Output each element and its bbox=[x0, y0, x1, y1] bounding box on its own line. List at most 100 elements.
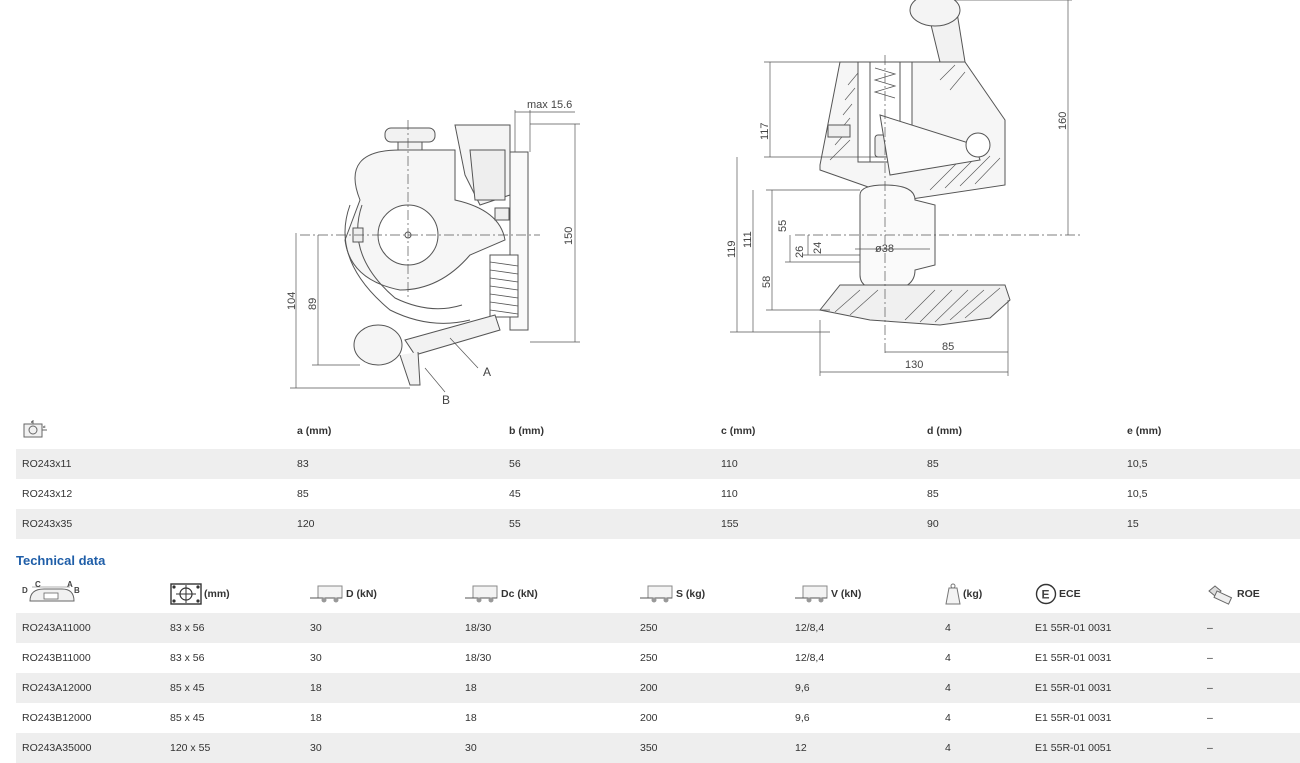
col-v-label: V (kN) bbox=[831, 588, 862, 600]
value-cell: 155 bbox=[715, 509, 921, 539]
col-weight: (kg) bbox=[939, 575, 1029, 613]
table-row: RO243A35000 120 x 55 30 30 350 12 4 E1 5… bbox=[16, 733, 1300, 763]
value-cell: E1 55R-01 0031 bbox=[1029, 613, 1201, 643]
value-cell: 85 x 45 bbox=[164, 673, 304, 703]
dim-58-label: 58 bbox=[761, 276, 773, 288]
value-cell: 30 bbox=[310, 652, 322, 664]
table-row: RO243x11 83 56 110 85 10,5 bbox=[16, 449, 1300, 479]
value-cell: 18 bbox=[304, 673, 459, 703]
model-cell: RO243x35 bbox=[16, 509, 291, 539]
col-roe-label: ROE bbox=[1237, 588, 1260, 600]
value-cell: – bbox=[1201, 733, 1300, 763]
ece-letter: E bbox=[1042, 588, 1050, 602]
trailer-icon bbox=[795, 585, 828, 603]
coupling-dimension-icon: a d bbox=[16, 413, 291, 449]
dim-24-label: 24 bbox=[812, 242, 824, 254]
table-row: RO243B11000 83 x 56 30 18/30 250 12/8,4 … bbox=[16, 643, 1300, 673]
col-c: c (mm) bbox=[721, 425, 756, 437]
value-cell: 12/8,4 bbox=[795, 652, 825, 664]
trailer-icon bbox=[640, 585, 673, 603]
value-cell: 110 bbox=[715, 449, 921, 479]
col-a: a (mm) bbox=[297, 425, 332, 437]
value-cell: 4 bbox=[939, 733, 1029, 763]
value-cell: – bbox=[1207, 652, 1213, 664]
table-row: RO243x35 120 55 155 90 15 bbox=[16, 509, 1300, 539]
trailer-icon bbox=[310, 585, 343, 603]
technical-drawing: max 15.6 150 104 89 A B 117 160 119 111 … bbox=[286, 0, 1080, 407]
col-roe: ROE bbox=[1201, 575, 1300, 613]
value-cell: 4 bbox=[939, 613, 1029, 643]
value-cell: 10,5 bbox=[1127, 488, 1148, 500]
mounting-plate-icon bbox=[170, 583, 202, 605]
dim-160-label: 160 bbox=[1057, 112, 1069, 130]
value-cell: 85 bbox=[927, 488, 939, 500]
value-cell: 4 bbox=[945, 712, 951, 724]
letter-c: C bbox=[35, 580, 41, 589]
article-cell: RO243B11000 bbox=[22, 652, 91, 664]
value-cell: 45 bbox=[509, 488, 521, 500]
value-cell: 12 bbox=[789, 733, 939, 763]
svg-text:a: a bbox=[31, 420, 34, 424]
trailer-icon bbox=[465, 585, 498, 603]
article-cell: RO243A11000 bbox=[16, 613, 164, 643]
col-d: D (kN) bbox=[304, 575, 459, 613]
technical-data-title: Technical data bbox=[16, 553, 106, 568]
value-cell: 250 bbox=[640, 652, 658, 664]
value-cell: – bbox=[1201, 673, 1300, 703]
value-cell: 15 bbox=[1121, 509, 1300, 539]
col-b: b (mm) bbox=[509, 425, 544, 437]
value-cell: – bbox=[1201, 613, 1300, 643]
value-cell: E1 55R-01 0051 bbox=[1029, 733, 1201, 763]
col-e: e (mm) bbox=[1127, 425, 1162, 437]
col-ece: E ECE bbox=[1029, 575, 1201, 613]
value-cell: 30 bbox=[459, 733, 634, 763]
col-s: S (kg) bbox=[634, 575, 789, 613]
dim-diameter-label: ø38 bbox=[875, 243, 894, 255]
value-cell: E1 55R-01 0031 bbox=[1029, 673, 1201, 703]
model-cell: RO243x11 bbox=[16, 449, 291, 479]
value-cell: 120 x 55 bbox=[164, 733, 304, 763]
col-dc: Dc (kN) bbox=[459, 575, 634, 613]
value-cell: 9,6 bbox=[789, 673, 939, 703]
value-cell: 18/30 bbox=[459, 613, 634, 643]
value-cell: 10,5 bbox=[1121, 449, 1300, 479]
value-cell: E1 55R-01 0031 bbox=[1035, 652, 1112, 664]
part-a-label: A bbox=[483, 365, 491, 379]
value-cell: 200 bbox=[640, 712, 658, 724]
value-cell: 56 bbox=[503, 449, 715, 479]
section-view-drawing bbox=[730, 0, 1080, 376]
value-cell: 18 bbox=[310, 712, 322, 724]
dimensions-header-row: a d a (mm) b (mm) c (mm) d (mm) e (mm) bbox=[16, 413, 1300, 449]
dim-130-label: 130 bbox=[905, 359, 923, 371]
value-cell: 83 bbox=[291, 449, 503, 479]
technical-header-row: D C A B (mm) D (kN) bbox=[16, 575, 1300, 613]
value-cell: 18 bbox=[465, 712, 477, 724]
col-d: d (mm) bbox=[927, 425, 962, 437]
col-dc-label: Dc (kN) bbox=[501, 588, 538, 600]
dim-max-label: max 15.6 bbox=[527, 99, 572, 111]
col-mounting-label: (mm) bbox=[204, 588, 230, 600]
value-cell: 12/8,4 bbox=[789, 613, 939, 643]
dim-26-label: 26 bbox=[794, 246, 806, 258]
article-cell: RO243A12000 bbox=[16, 673, 164, 703]
value-cell: 30 bbox=[304, 733, 459, 763]
col-d-label: D (kN) bbox=[346, 588, 377, 600]
table-row: RO243x12 85 45 110 85 10,5 bbox=[16, 479, 1300, 509]
col-s-label: S (kg) bbox=[676, 588, 706, 600]
dim-117-label: 117 bbox=[759, 122, 771, 140]
value-cell: 85 bbox=[297, 488, 309, 500]
value-cell: 90 bbox=[921, 509, 1121, 539]
letter-a: A bbox=[67, 580, 73, 589]
dim-85-label: 85 bbox=[942, 341, 954, 353]
value-cell: 250 bbox=[634, 613, 789, 643]
table-row: RO243B12000 85 x 45 18 18 200 9,6 4 E1 5… bbox=[16, 703, 1300, 733]
technical-data-table: D C A B (mm) D (kN) bbox=[16, 575, 1300, 763]
value-cell: 4 bbox=[945, 652, 951, 664]
side-view-drawing bbox=[290, 110, 580, 393]
dim-104-label: 104 bbox=[286, 292, 298, 310]
col-mounting: (mm) bbox=[164, 575, 304, 613]
part-b-label: B bbox=[442, 393, 450, 407]
table-row: RO243A12000 85 x 45 18 18 200 9,6 4 E1 5… bbox=[16, 673, 1300, 703]
svg-text:d: d bbox=[43, 424, 46, 429]
dimensions-table: a d a (mm) b (mm) c (mm) d (mm) e (mm) R… bbox=[16, 413, 1300, 539]
